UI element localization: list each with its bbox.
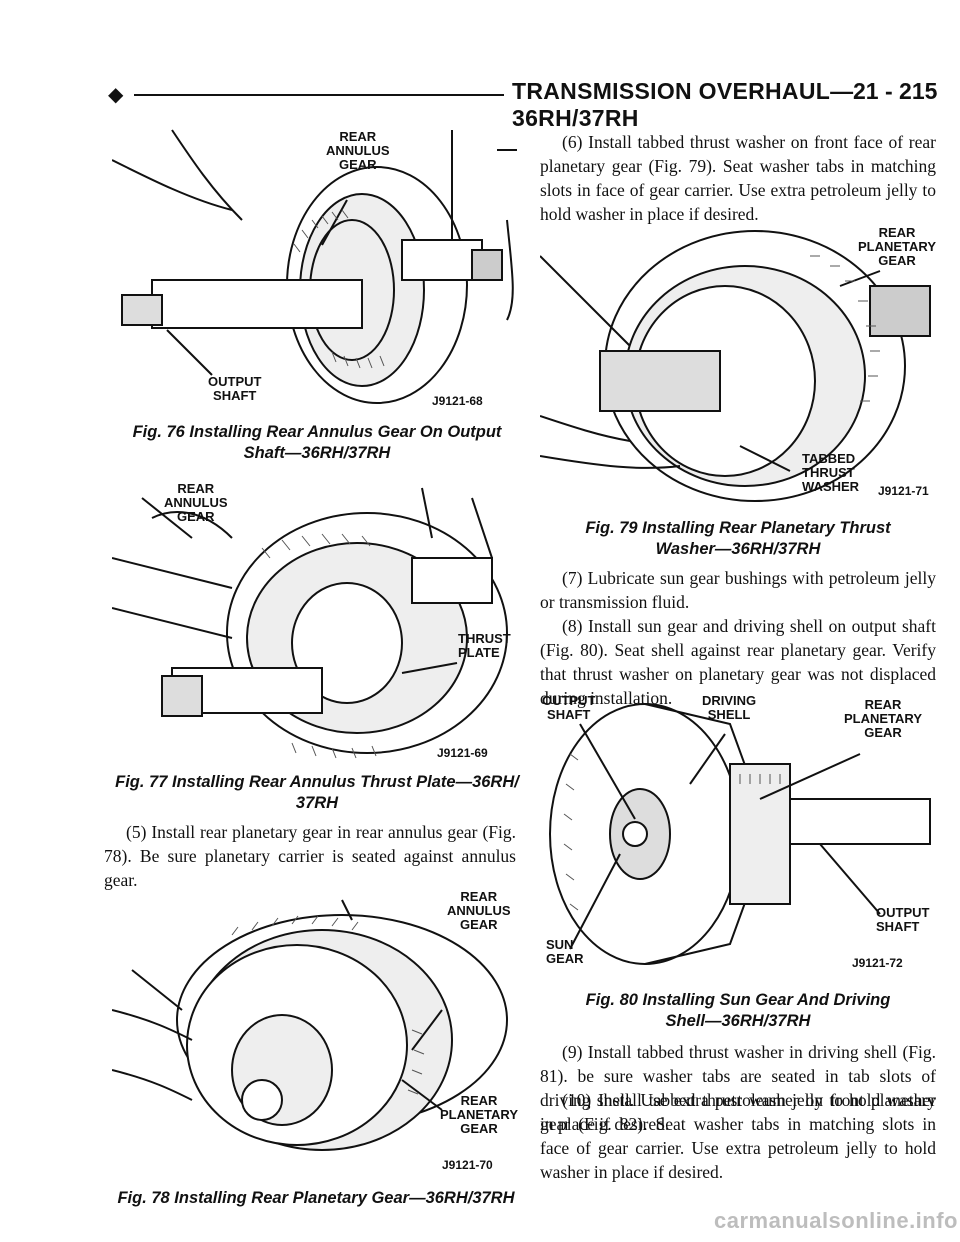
figure-80-caption: Fig. 80 Installing Sun Gear And Driving …: [585, 991, 891, 1030]
label-thrust-plate: THRUST PLATE: [458, 631, 511, 660]
label-output-shaft: OUTPUT SHAFT: [208, 374, 262, 403]
figure-79: REAR PLANETARY GEAR TABBED THRUST WASHER…: [540, 226, 936, 512]
label-rear-annulus-gear: REAR ANNULUS GEAR: [164, 481, 228, 524]
figure-77-caption: Fig. 77 Installing Rear Annulus Thrust P…: [115, 773, 519, 812]
figure-80: OUTPUT SHAFT DRIVING SHELL REAR PLANETAR…: [540, 694, 936, 976]
figure-79-caption: Fig. 79 Installing Rear Planetary Thrust…: [585, 519, 891, 558]
figure-77-illustration: [112, 487, 508, 759]
section-title: TRANSMISSION OVERHAUL—36RH/37RH: [512, 78, 854, 131]
figure-id: J9121-68: [432, 394, 483, 408]
figure-id: J9121-72: [852, 956, 903, 970]
step-9-paragraph: (9) Install tabbed thrust washer in driv…: [540, 1042, 936, 1134]
figure-78-illustration: [112, 899, 508, 1151]
step-6-paragraph: (6) Install tabbed thrust washer on fron…: [540, 132, 936, 224]
figure-id: J9121-70: [442, 1158, 493, 1172]
label-rear-planetary-gear: REAR PLANETARY GEAR: [858, 225, 936, 268]
label-rear-planetary-gear: REAR PLANETARY GEAR: [440, 1093, 518, 1136]
label-output-shaft: OUTPUT SHAFT: [542, 693, 596, 722]
watermark: carmanualsonline.info: [714, 1208, 958, 1233]
figure-id: J9121-69: [437, 746, 488, 760]
label-tabbed-thrust-washer: TABBED THRUST WASHER: [802, 451, 860, 494]
figure-77: REAR ANNULUS GEAR THRUST PLATE J9121-69: [112, 478, 522, 774]
figure-76-caption: Fig. 76 Installing Rear Annulus Gear On …: [132, 423, 502, 462]
figure-78: REAR ANNULUS GEAR REAR PLANETARY GEAR J9…: [112, 890, 522, 1180]
step-8-paragraph: (8) Install sun gear and driving shell o…: [540, 616, 936, 708]
step-5-paragraph: (5) Install rear planetary gear in rear …: [104, 822, 516, 890]
figure-79-illustration: [540, 230, 931, 502]
header-rule: [134, 94, 504, 96]
label-rear-annulus-gear: REAR ANNULUS GEAR: [326, 129, 390, 172]
step-10-paragraph: (10) Install tabbed thrust washer on fro…: [540, 1090, 936, 1182]
label-rear-planetary-gear: REAR PLANETARY GEAR: [844, 697, 922, 740]
figure-76: REAR ANNULUS GEAR OUTPUT SHAFT J9121-68: [112, 120, 522, 420]
label-output-shaft: OUTPUT SHAFT: [876, 905, 930, 934]
figure-80-illustration: [549, 703, 931, 965]
step-7-paragraph: (7) Lubricate sun gear bushings with pet…: [540, 568, 936, 612]
figure-id: J9121-71: [878, 484, 929, 498]
figure-78-caption: Fig. 78 Installing Rear Planetary Gear—3…: [117, 1189, 515, 1207]
page-header: ◆ TRANSMISSION OVERHAUL—36RH/37RH 21 - 2…: [0, 72, 960, 131]
figure-76-illustration: [112, 129, 517, 404]
diamond-icon: ◆: [108, 82, 124, 106]
label-sun-gear: SUN GEAR: [546, 937, 584, 966]
label-driving-shell: DRIVING SHELL: [702, 693, 757, 722]
page-number: 21 - 215: [853, 78, 938, 104]
label-rear-annulus-gear: REAR ANNULUS GEAR: [447, 889, 511, 932]
